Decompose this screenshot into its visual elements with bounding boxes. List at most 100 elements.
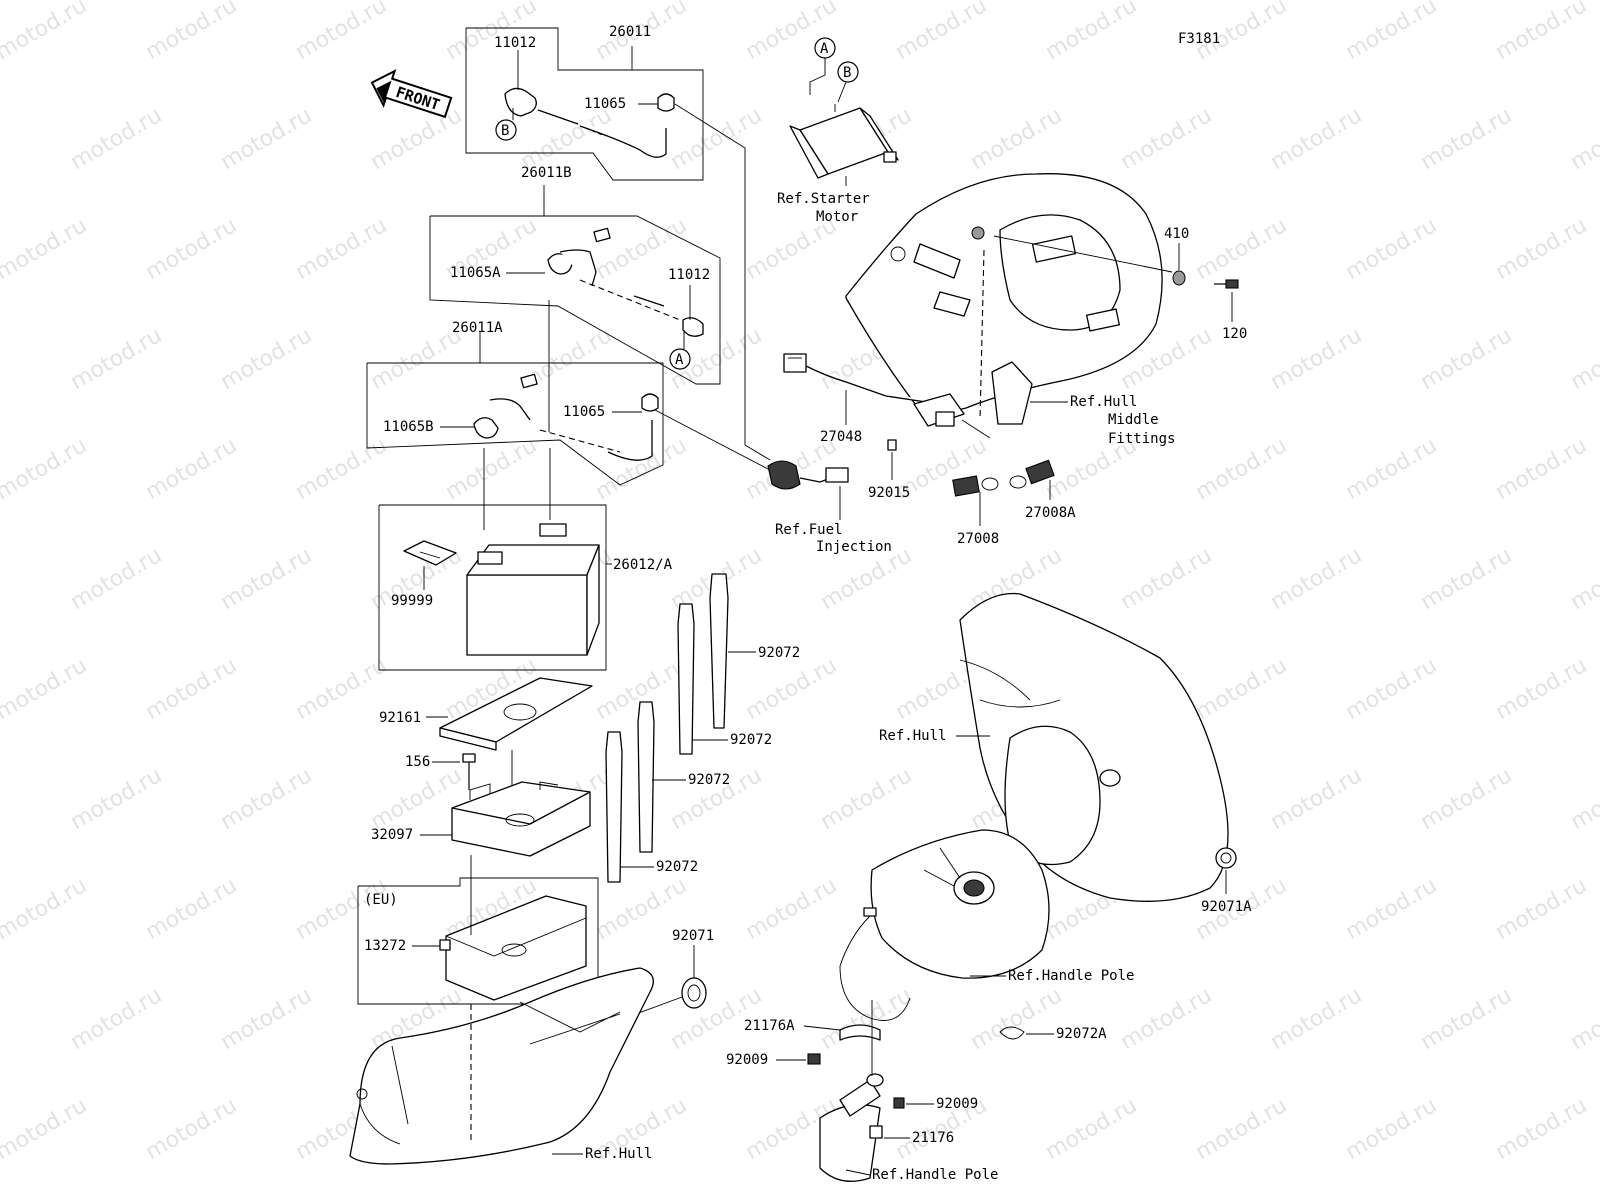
watermark-text: motod.ru [291, 213, 391, 285]
label-92071A: 92071A [1201, 899, 1252, 915]
label-21176A: 21176A [744, 1018, 795, 1034]
watermark-text: motod.ru [291, 0, 391, 65]
watermark-text: motod.ru [1266, 763, 1366, 835]
watermark-text: motod.ru [291, 653, 391, 725]
svg-text:A: A [675, 352, 684, 368]
label-11065-top: 11065 [584, 96, 626, 112]
watermark-text: motod.ru [216, 983, 316, 1055]
watermark-text: motod.ru [1266, 323, 1366, 395]
watermark-text: motod.ru [141, 873, 241, 945]
watermark-text: motod.ru [1416, 763, 1516, 835]
label-ref-handle-pole-1: Ref.Handle Pole [1008, 968, 1134, 984]
screw-92009-left [807, 1053, 821, 1065]
watermark-text: motod.ru [366, 103, 466, 175]
diagram-code: F3181 [1178, 31, 1220, 47]
label-26011B: 26011B [521, 165, 572, 181]
battery-icon [466, 574, 588, 656]
label-92009-1: 92009 [726, 1052, 768, 1068]
watermark-text: motod.ru [66, 983, 166, 1055]
watermark-text: motod.ru [1041, 1093, 1141, 1165]
starter-motor [789, 104, 899, 179]
watermark-text: motod.ru [1566, 763, 1600, 835]
watermark-text: motod.ru [1266, 543, 1366, 615]
cable-21176A [839, 907, 911, 1041]
watermark-text: motod.ru [0, 873, 91, 945]
terminal-cap-icon [657, 93, 675, 112]
watermark-text: motod.ru [441, 0, 541, 65]
handle-pole-bracket [819, 1073, 884, 1182]
hull-right [959, 592, 1229, 902]
document-icon [403, 540, 457, 566]
label-27008A: 27008A [1025, 505, 1076, 521]
bolt-156 [462, 753, 476, 790]
watermark-text: motod.ru [141, 1093, 241, 1165]
handle-pole-plate [870, 829, 1050, 979]
straps-92072 [605, 573, 729, 883]
grommet-92071 [681, 977, 707, 1009]
label-21176: 21176 [912, 1130, 954, 1146]
relay-harness-27048 [783, 353, 965, 427]
label-99999: 99999 [391, 593, 433, 609]
label-32097: 32097 [371, 827, 413, 843]
battery-holder-32097 [451, 781, 591, 857]
watermark-text: motod.ru [0, 213, 91, 285]
label-92161: 92161 [379, 710, 421, 726]
watermark-text: motod.ru [1416, 983, 1516, 1055]
watermark-text: motod.ru [1341, 213, 1441, 285]
watermark-text: motod.ru [216, 763, 316, 835]
watermark-text: motod.ru [216, 323, 316, 395]
terminal-cap-icon [473, 417, 499, 439]
hull-middle-fittings [845, 173, 1163, 425]
watermark-text: motod.ru [1491, 653, 1591, 725]
callout-b-right: B [837, 61, 859, 83]
svg-text:A: A [820, 41, 829, 57]
watermark-text: motod.ru [1566, 323, 1600, 395]
watermark-layer: motod.ru motod.ru motod.ru motod.ru motod.ru… [0, 0, 1600, 1165]
watermark-text: motod.ru [0, 433, 91, 505]
watermark-text: motod.ru [141, 213, 241, 285]
watermark-text: motod.ru [216, 543, 316, 615]
label-92071: 92071 [672, 928, 714, 944]
label-92072-4: 92072 [656, 859, 698, 875]
svg-text:B: B [843, 65, 851, 81]
battery-group [378, 504, 612, 671]
watermark-text: motod.ru [1191, 433, 1291, 505]
watermark-text: motod.ru [1491, 433, 1591, 505]
watermark-text: motod.ru [1341, 433, 1441, 505]
watermark-text: motod.ru [816, 763, 916, 835]
watermark-text: motod.ru [741, 653, 841, 725]
watermark-text: motod.ru [1191, 1093, 1291, 1165]
watermark-text: motod.ru [966, 983, 1066, 1055]
label-92015: 92015 [868, 485, 910, 501]
label-92072A: 92072A [1056, 1026, 1107, 1042]
hull-bottom [349, 967, 654, 1165]
watermark-text: motod.ru [0, 653, 91, 725]
label-92072-2: 92072 [730, 732, 772, 748]
grommet-92071A [1215, 847, 1237, 869]
watermark-text: motod.ru [1341, 653, 1441, 725]
watermark-text: motod.ru [1116, 103, 1216, 175]
watermark-text: motod.ru [1116, 983, 1216, 1055]
terminal-cap-icon [682, 317, 704, 337]
label-11065B: 11065B [383, 419, 434, 435]
watermark-text: motod.ru [1266, 983, 1366, 1055]
label-26011: 26011 [609, 24, 651, 40]
watermark-text: motod.ru [1341, 873, 1441, 945]
watermark-text: motod.ru [816, 983, 916, 1055]
watermark-text: motod.ru [216, 103, 316, 175]
watermark-text: motod.ru [366, 763, 466, 835]
label-92072-1: 92072 [758, 645, 800, 661]
watermark-text: motod.ru [741, 873, 841, 945]
watermark-text: motod.ru [1566, 983, 1600, 1055]
label-120: 120 [1222, 326, 1247, 342]
label-ref-starter-1: Ref.Starter [777, 191, 870, 207]
label-26012A: 26012/A [613, 557, 673, 573]
terminal-cap-icon [641, 393, 659, 412]
front-arrow: FRONT [370, 69, 453, 119]
watermark-text: motod.ru [1416, 323, 1516, 395]
watermark-text: motod.ru [966, 103, 1066, 175]
label-27008: 27008 [957, 531, 999, 547]
watermark-text: motod.ru [141, 433, 241, 505]
watermark-text: motod.ru [1191, 213, 1291, 285]
